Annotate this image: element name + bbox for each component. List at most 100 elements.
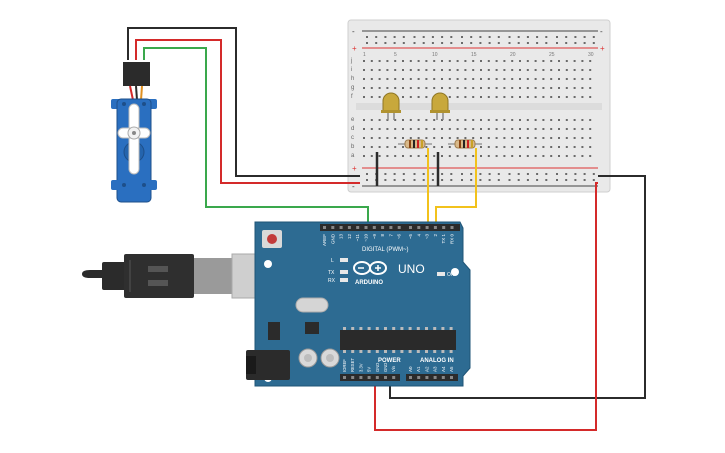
hole xyxy=(378,96,381,98)
hole xyxy=(433,155,436,157)
5v-rail-wire[interactable] xyxy=(374,182,598,431)
hole xyxy=(565,119,568,121)
hole xyxy=(343,376,346,379)
hole xyxy=(366,179,368,181)
led2-signal-wire[interactable] xyxy=(435,148,477,226)
hole xyxy=(413,36,416,38)
hole xyxy=(487,128,490,130)
hole xyxy=(450,173,453,175)
hole xyxy=(417,155,420,157)
hole xyxy=(573,96,576,98)
hole xyxy=(450,179,453,181)
hole xyxy=(393,179,396,181)
breadboard[interactable]: - + - + + - j i h g f e d c b a 1 5 10 1… xyxy=(347,19,611,193)
voltage-regulator xyxy=(268,322,280,340)
hole xyxy=(456,119,459,121)
hole xyxy=(386,128,389,130)
hole xyxy=(558,137,560,139)
servo-signal-wire[interactable] xyxy=(143,47,369,226)
hole xyxy=(503,96,506,98)
servo-power-wire[interactable] xyxy=(135,39,360,184)
hole xyxy=(550,146,553,148)
digital-pin-label: 2 xyxy=(433,234,438,237)
led-2[interactable] xyxy=(430,92,450,120)
hole xyxy=(464,128,467,130)
hole xyxy=(394,146,397,148)
hole xyxy=(581,96,584,98)
hole xyxy=(433,69,436,71)
hole xyxy=(472,128,475,130)
hole xyxy=(550,137,553,139)
servo-ground-wire[interactable] xyxy=(127,27,360,177)
hole xyxy=(536,36,539,38)
hole xyxy=(495,87,498,89)
hole xyxy=(519,87,521,89)
hole xyxy=(448,60,451,62)
hole xyxy=(413,42,416,44)
analog-pin-holes xyxy=(409,376,453,379)
power-jack[interactable] xyxy=(246,350,290,380)
usb-chip xyxy=(305,322,319,334)
led-1[interactable] xyxy=(381,92,401,120)
hole xyxy=(565,173,568,175)
hole xyxy=(363,128,365,130)
hole xyxy=(386,137,389,139)
hole xyxy=(517,173,520,175)
hole xyxy=(339,226,343,229)
analog-header[interactable] xyxy=(406,374,458,381)
hole xyxy=(394,87,397,89)
hole xyxy=(425,96,428,98)
hole xyxy=(456,60,459,62)
hole xyxy=(441,327,445,330)
hole xyxy=(508,36,511,38)
servo-motor[interactable] xyxy=(111,62,157,203)
hole xyxy=(378,155,381,157)
hole xyxy=(402,128,404,130)
hole xyxy=(558,128,560,130)
hole xyxy=(565,179,568,181)
hole xyxy=(409,128,412,130)
hole xyxy=(519,78,521,80)
hole xyxy=(581,128,584,130)
hole xyxy=(409,78,412,80)
hole xyxy=(497,42,500,44)
on-label: ON xyxy=(447,272,455,278)
servo-horn[interactable] xyxy=(117,103,151,175)
hole xyxy=(508,42,511,44)
hole xyxy=(448,128,451,130)
hole xyxy=(573,137,576,139)
usb-cable[interactable] xyxy=(82,253,267,299)
gnd-rail-wire[interactable] xyxy=(389,175,646,399)
hole xyxy=(397,226,401,229)
hole xyxy=(331,226,335,229)
hole xyxy=(589,155,592,157)
hole xyxy=(574,42,577,44)
reset-button-cap[interactable] xyxy=(267,234,277,244)
rail-minus-label-right: - xyxy=(600,27,603,36)
hole xyxy=(448,137,451,139)
hole xyxy=(534,78,537,80)
hole xyxy=(384,36,387,38)
hole xyxy=(511,119,514,121)
hole xyxy=(378,146,381,148)
hole xyxy=(402,96,404,98)
hole xyxy=(359,327,363,330)
hole xyxy=(441,60,443,62)
hole xyxy=(526,69,529,71)
hole xyxy=(367,350,371,353)
col-number: 15 xyxy=(471,52,477,58)
hole xyxy=(392,327,396,330)
hole xyxy=(393,173,396,175)
hole xyxy=(592,173,595,175)
hole xyxy=(433,376,437,379)
resistor-2[interactable] xyxy=(448,139,482,149)
hole xyxy=(589,137,592,139)
hole xyxy=(363,146,365,148)
hole xyxy=(589,69,592,71)
hole xyxy=(536,42,539,44)
hole xyxy=(511,87,514,89)
resistor-1[interactable] xyxy=(398,139,432,149)
hole xyxy=(394,137,397,139)
